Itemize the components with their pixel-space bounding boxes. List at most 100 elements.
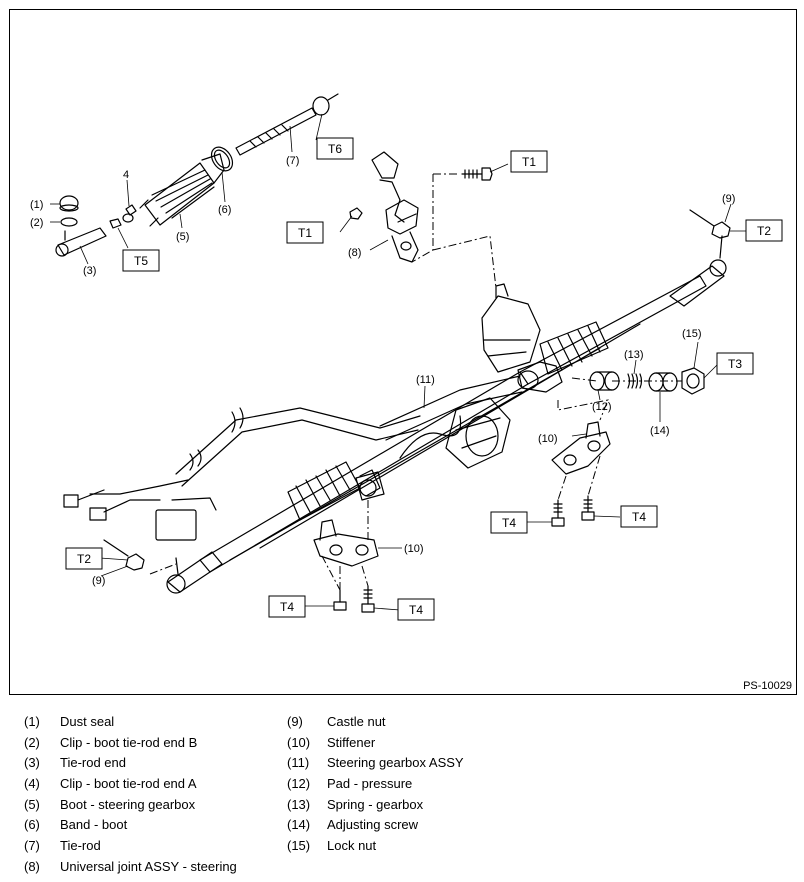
torque-box-t2-right: T2 [745, 219, 783, 242]
legend-item: (12) Pad - pressure [287, 774, 464, 795]
nut-t1-part [349, 207, 363, 220]
boot-left-lower-part [287, 461, 381, 521]
legend-label: Tie-rod [60, 838, 101, 854]
legend-label: Pad - pressure [327, 776, 413, 792]
callout-13: (13) [624, 349, 644, 361]
legend-label: Tie-rod end [60, 755, 126, 771]
steering-gearbox-exploded-diagram: T6 T5 T1 T1 T2 T3 T4 T4 T2 T4 T4 (1) [30, 93, 783, 621]
torque-label-t4-c: T4 [280, 600, 294, 614]
torque-box-t3: T3 [716, 352, 754, 375]
diagram-frame [9, 9, 797, 695]
legend-number: (3) [24, 755, 40, 771]
callout-4: 4 [123, 169, 129, 181]
adjusting-screw-part [648, 372, 678, 392]
legend-item: (7) Tie-rod [24, 836, 237, 857]
legend-number: (5) [24, 796, 40, 812]
legend-item: (8)Universal joint ASSY - steering [24, 857, 237, 878]
callout-5: (5) [176, 231, 189, 243]
boot-left-upper-part [139, 153, 225, 227]
legend-label: Band - boot [60, 817, 128, 833]
torque-box-t6: T6 [316, 137, 354, 160]
leader-lines [50, 113, 750, 611]
legend-item: (10) Stiffener [287, 733, 464, 754]
callout-10-right: (10) [538, 433, 558, 445]
legend-label: Lock nut [327, 838, 377, 854]
stiffener-left [313, 519, 379, 567]
torque-box-t4-a: T4 [490, 511, 528, 534]
bolt-t4-c [333, 589, 347, 611]
callout-8: (8) [348, 247, 361, 259]
legend-number: (11) [287, 755, 310, 771]
boot-right-part [539, 321, 609, 375]
bolt-t4-b [581, 495, 595, 521]
legend-number: (4) [24, 776, 40, 792]
callout-9-left: (9) [92, 575, 105, 587]
callout-2: (2) [30, 217, 43, 229]
callout-1: (1) [30, 199, 43, 211]
legend-right-column: (9) Castle nut (10) Stiffener (11) Steering g… [287, 712, 464, 857]
legend-number: (14) [287, 817, 311, 833]
gearbox-housing [445, 283, 541, 469]
legend-label: Clip - boot tie-rod end B [60, 734, 198, 750]
tie-rod-end-left [166, 551, 223, 594]
legend-item: (3) Tie-rod end [24, 753, 237, 774]
lock-nut-part [681, 367, 705, 395]
legend-label: Boot - steering gearbox [60, 796, 196, 812]
legend-number: (6) [24, 817, 40, 833]
gearbox-rack-tube [199, 275, 707, 573]
legend-number: (1) [24, 714, 40, 729]
tie-rod-upper-part [235, 93, 339, 156]
legend-item: (6) Band - boot [24, 815, 237, 836]
tie-rod-end-part-left [55, 227, 107, 257]
torque-box-t5: T5 [122, 249, 160, 272]
bolt-t1-part [461, 167, 493, 181]
torque-box-t4-b: T4 [620, 505, 658, 528]
torque-label-t3: T3 [728, 357, 742, 371]
torque-label-t5: T5 [134, 254, 148, 268]
band-boot-part [210, 146, 234, 172]
torque-label-t4-d: T4 [409, 603, 423, 617]
dust-seal-part [59, 195, 79, 212]
callout-9-right: (9) [722, 193, 735, 205]
callout-12: (12) [592, 401, 612, 413]
legend-label: Stiffener [327, 734, 376, 750]
wire-harness [63, 375, 523, 541]
legend-label: Steering gearbox ASSY [327, 755, 464, 771]
callout-14: (14) [650, 425, 670, 437]
legend-number: (7) [24, 838, 40, 854]
torque-box-t2-left: T2 [65, 547, 103, 570]
legend-label: Dust seal [60, 714, 115, 729]
stiffener-right [551, 421, 611, 475]
legend-label: Castle nut [327, 714, 386, 729]
torque-label-t2-right: T2 [757, 224, 771, 238]
bolt-t4-a [551, 499, 565, 527]
legend-label: Adjusting screw [327, 817, 419, 833]
legend-item: (5) Boot - steering gearbox [24, 795, 237, 816]
legend-label: Clip - boot tie-rod end A [60, 776, 197, 792]
callout-7: (7) [286, 155, 299, 167]
legend-item: (4) Clip - boot tie-rod end A [24, 774, 237, 795]
bolt-t4-d [361, 585, 375, 613]
legend-number: (10) [287, 734, 311, 750]
legend-number: (8) [24, 858, 40, 874]
callout-15: (15) [682, 328, 702, 340]
torque-label-t1-bolt: T1 [522, 155, 536, 169]
assembly-guides [149, 173, 682, 591]
legend-left-column: (1)Dust seal(2)Clip - boot tie-rod end B… [24, 712, 237, 878]
clamp-mount-left [355, 471, 385, 501]
torque-label-t6: T6 [328, 142, 342, 156]
legend-item: (1) Dust seal [24, 712, 237, 733]
legend-item: (11) Steering gearbox ASSY [287, 753, 464, 774]
castle-nut-left [103, 539, 145, 571]
torque-label-t1-nut: T1 [298, 226, 312, 240]
callouts: (1) (2) (3) 4 (5) (6) (7) (8) (9) (9) (1… [30, 155, 735, 587]
legend-number: (12) [287, 776, 311, 792]
callout-3: (3) [83, 265, 96, 277]
callout-11: (11) [416, 374, 435, 386]
legend-number: (9) [287, 714, 303, 729]
figure-id: PS-10029 [743, 680, 792, 692]
legend-item: (9) Castle nut [287, 712, 464, 733]
torque-label-t2-left: T2 [77, 552, 91, 566]
legend-number: (15) [287, 838, 311, 854]
callout-6: (6) [218, 204, 231, 216]
